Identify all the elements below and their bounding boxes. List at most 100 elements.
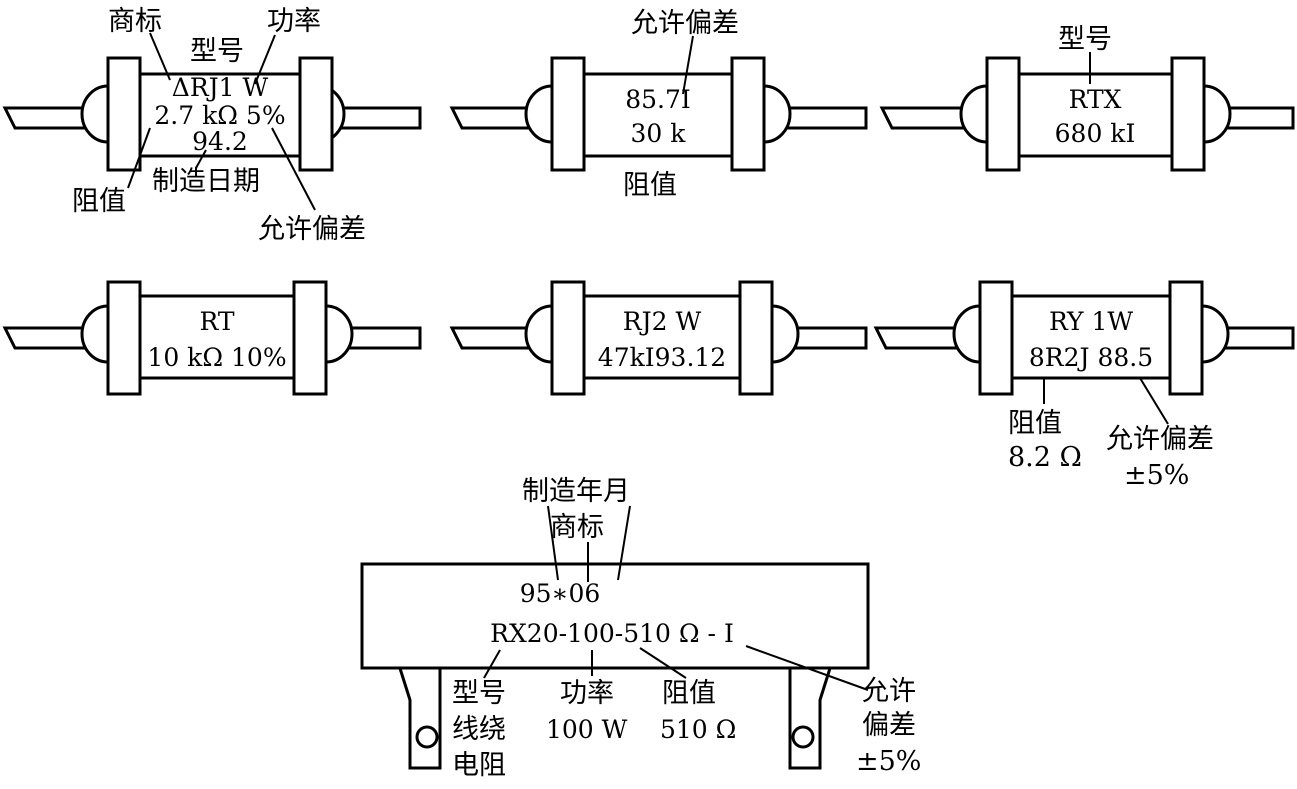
resistor-7-label-resistance: 阻值 <box>662 678 716 709</box>
resistor-7-label-tolerance-1: 允许 <box>862 676 916 707</box>
resistor-5-right-band <box>738 280 774 396</box>
resistor-1-leader-trademark <box>149 32 171 81</box>
resistor-3: RTX 680 kⅠ 型号 <box>879 24 1295 172</box>
resistor-7-leader-tolerance <box>745 645 869 691</box>
resistor-6-left-endcap <box>952 304 982 364</box>
resistor-7-marking-line1: 95∗06 <box>520 579 601 608</box>
resistor-7-label-resistance-value: 510 Ω <box>660 715 736 744</box>
resistor-1-right-band <box>298 56 334 172</box>
resistor-5-left-band <box>550 280 586 396</box>
resistor-5-body <box>582 294 742 380</box>
resistor-2-left-lead <box>449 106 537 130</box>
resistor-2-marking-line1: 85.7Ⅰ <box>625 85 691 114</box>
resistor-2-body <box>582 72 734 158</box>
resistor-7-label-power: 功率 <box>560 678 614 709</box>
resistor-2-right-lead <box>778 106 868 130</box>
resistor-7-leader-model <box>483 649 501 679</box>
resistor-4-left-band <box>106 280 142 396</box>
resistor-2: 85.7Ⅰ 30 k 允许偏差 阻值 <box>449 8 868 201</box>
resistor-5-marking-line1: RJ2 W <box>623 307 702 336</box>
resistor-6-right-band <box>1168 280 1204 396</box>
resistor-4: RT 10 kΩ 10% <box>2 280 422 396</box>
resistor-7-right-terminal-hole <box>791 725 815 749</box>
resistor-3-right-band <box>1170 56 1206 172</box>
resistor-5-left-endcap <box>524 304 554 364</box>
resistor-3-marking-line1: RTX <box>1069 85 1122 114</box>
resistor-1-label-model: 型号 <box>190 36 244 67</box>
resistor-6-marking-line1: RY 1W <box>1049 307 1133 336</box>
resistor-2-marking-line2: 30 k <box>631 119 687 148</box>
resistor-7-leader-date-left <box>547 505 559 581</box>
resistor-7-label-trademark: 商标 <box>550 512 604 543</box>
resistor-4-right-endcap <box>324 304 354 364</box>
resistor-6-left-band <box>978 280 1014 396</box>
resistor-5-left-lead <box>449 326 537 350</box>
resistor-2-left-endcap <box>524 84 554 144</box>
resistor-3-right-endcap <box>1202 84 1232 144</box>
resistor-7-label-model-3: 电阻 <box>452 750 506 781</box>
resistor-7-leader-date-right <box>617 505 631 581</box>
resistor-2-right-band <box>730 56 766 172</box>
resistor-6-label-tolerance-value: ±5% <box>1124 460 1189 491</box>
resistor-1-marking-line2: 2.7 kΩ 5% <box>154 101 285 130</box>
resistor-1-label-date: 制造日期 <box>152 166 260 197</box>
resistor-6: RY 1W 8R2J 88.5 阻值 8.2 Ω 允许偏差 ±5% <box>873 280 1295 491</box>
resistor-1-leader-tolerance <box>271 127 316 211</box>
resistor-6-marking-line2: 8R2J 88.5 <box>1029 343 1153 372</box>
resistor-7-left-terminal-hole <box>415 725 439 749</box>
resistor-7-label-power-value: 100 W <box>546 715 628 744</box>
resistor-7-label-model-2: 线绕 <box>452 714 506 745</box>
resistor-4-marking-line1: RT <box>199 307 234 336</box>
resistor-7-label-tolerance-2: 偏差 <box>862 710 916 741</box>
resistor-1-right-lead <box>332 106 422 130</box>
resistor-2-right-endcap <box>762 84 792 144</box>
resistor-1-leader-power <box>254 34 276 85</box>
resistor-3-left-endcap <box>959 84 989 144</box>
resistor-5: RJ2 W 47kⅠ93.12 <box>449 280 868 396</box>
resistor-2-label-resistance: 阻值 <box>623 170 677 201</box>
resistor-7-marking-line2: RX20-100-510 Ω - Ⅰ <box>490 619 734 648</box>
resistor-4-left-lead <box>2 326 94 350</box>
resistor-7-label-date: 制造年月 <box>522 476 630 507</box>
resistor-2-left-band <box>550 56 586 172</box>
resistor-1-leader-date <box>195 149 207 169</box>
resistor-1-marking-line1: ΔRJ1 W <box>172 73 269 102</box>
resistor-6-label-resistance-value: 8.2 Ω <box>1008 442 1082 473</box>
resistor-1-label-resistance: 阻值 <box>72 186 126 217</box>
resistor-1-label-tolerance: 允许偏差 <box>258 214 366 245</box>
resistor-2-label-tolerance: 允许偏差 <box>631 8 739 39</box>
resistor-6-label-resistance: 阻值 <box>1008 408 1062 439</box>
resistor-1-marking-line3: 94.2 <box>192 127 248 156</box>
resistor-4-right-band <box>292 280 328 396</box>
resistor-4-body <box>138 294 296 380</box>
resistor-5-marking-line2: 47kⅠ93.12 <box>598 343 726 372</box>
resistor-3-marking-line2: 680 kⅠ <box>1055 119 1136 148</box>
resistor-4-marking-line2: 10 kΩ 10% <box>147 343 286 372</box>
resistor-1-left-lead <box>2 106 94 130</box>
resistor-3-left-lead <box>879 106 972 130</box>
resistor-6-left-lead <box>873 326 966 350</box>
resistor-7-body <box>360 562 870 670</box>
resistor-2-leader-tolerance <box>682 35 694 95</box>
resistor-1-label-trademark: 商标 <box>108 6 162 37</box>
resistor-7-label-model-1: 型号 <box>452 678 506 709</box>
resistor-1-label-power: 功率 <box>267 6 321 37</box>
resistor-7-right-terminal <box>788 660 835 770</box>
resistor-7-left-terminal <box>395 660 442 770</box>
resistor-4-left-endcap <box>80 304 110 364</box>
resistor-1-left-band <box>106 56 142 172</box>
resistor-1-left-endcap <box>80 84 110 144</box>
resistor-7-label-tolerance-3: ±5% <box>856 746 921 777</box>
resistor-5-right-endcap <box>770 304 800 364</box>
resistor-7-leader-resistance <box>639 647 687 679</box>
resistor-7: 95∗06 RX20-100-510 Ω - Ⅰ 制造年月 商标 型号 线绕 电… <box>360 476 921 781</box>
resistor-3-left-band <box>985 56 1021 172</box>
resistor-6-right-endcap <box>1200 304 1230 364</box>
resistor-1: ΔRJ1 W 2.7 kΩ 5% 94.2 商标 功率 型号 阻值 制造日期 允… <box>2 6 422 245</box>
resistor-3-label-model: 型号 <box>1058 24 1112 55</box>
resistor-1-leader-resistance <box>127 127 151 189</box>
resistor-6-label-tolerance: 允许偏差 <box>1106 424 1214 455</box>
resistor-6-leader-tolerance <box>1139 377 1169 425</box>
